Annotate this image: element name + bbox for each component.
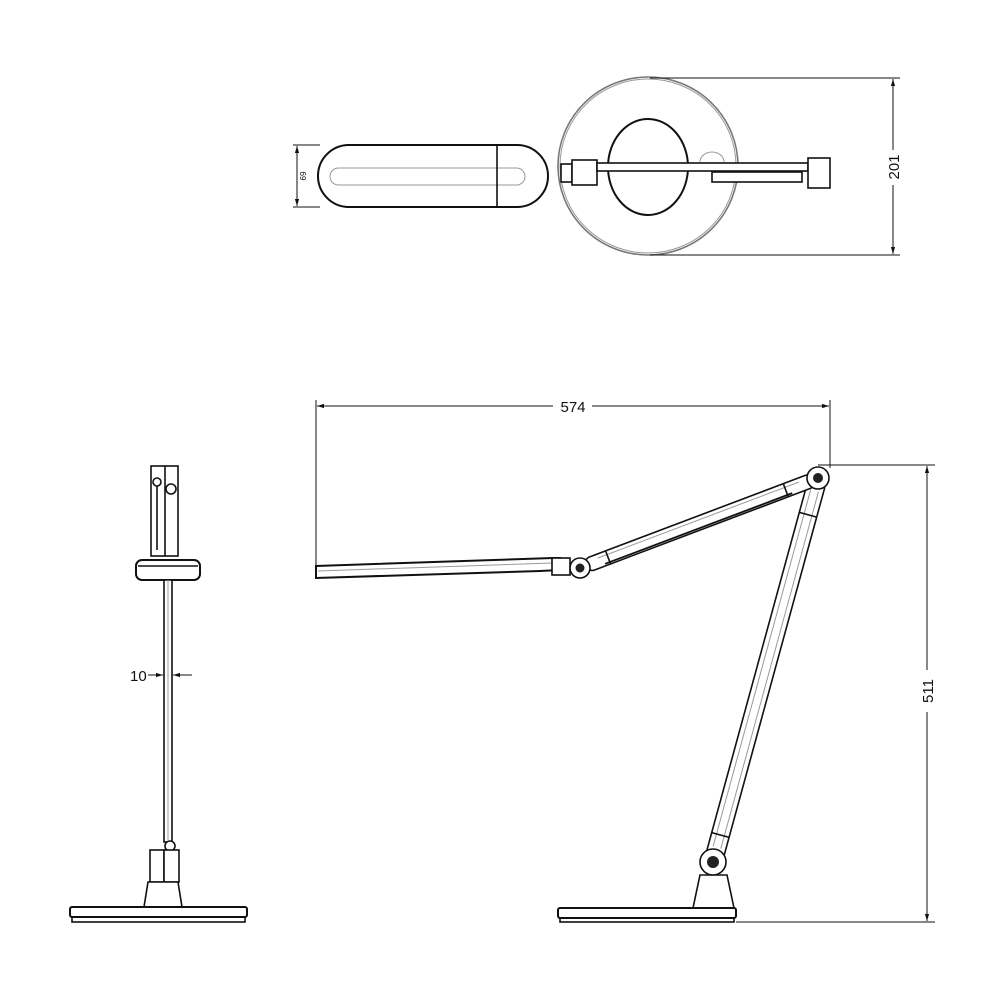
led-slot xyxy=(329,167,526,186)
base-bracket xyxy=(149,849,165,883)
dim-base-diameter: 201 xyxy=(886,154,903,179)
head-joint xyxy=(560,163,573,183)
elbow-joint xyxy=(806,466,830,490)
arm-joint-knob xyxy=(699,151,725,163)
side-pedestal xyxy=(143,881,183,908)
arm-bar-top xyxy=(596,162,809,172)
arm-bar-lower xyxy=(711,171,803,183)
base-joint xyxy=(699,848,727,876)
lamp-head-side xyxy=(315,557,561,580)
upper-arm xyxy=(584,474,816,572)
top-view: 69 201 xyxy=(293,76,903,256)
dim-total-reach: 574 xyxy=(560,399,585,416)
dim-head-width: 69 xyxy=(298,172,307,181)
dim-pole-diameter: 10 xyxy=(130,668,147,685)
arm-end-right xyxy=(807,157,831,189)
lamp-head-top xyxy=(317,144,549,208)
front-view: 574 511 xyxy=(315,399,937,923)
head-disc xyxy=(135,559,201,581)
arm-end-left xyxy=(571,159,598,186)
pedestal xyxy=(692,874,735,909)
head-joint xyxy=(569,557,591,579)
side-view: 10 xyxy=(69,465,248,923)
lower-arm xyxy=(705,476,826,864)
dim-height: 511 xyxy=(920,679,937,703)
base-side xyxy=(557,907,737,919)
side-base xyxy=(69,906,248,918)
